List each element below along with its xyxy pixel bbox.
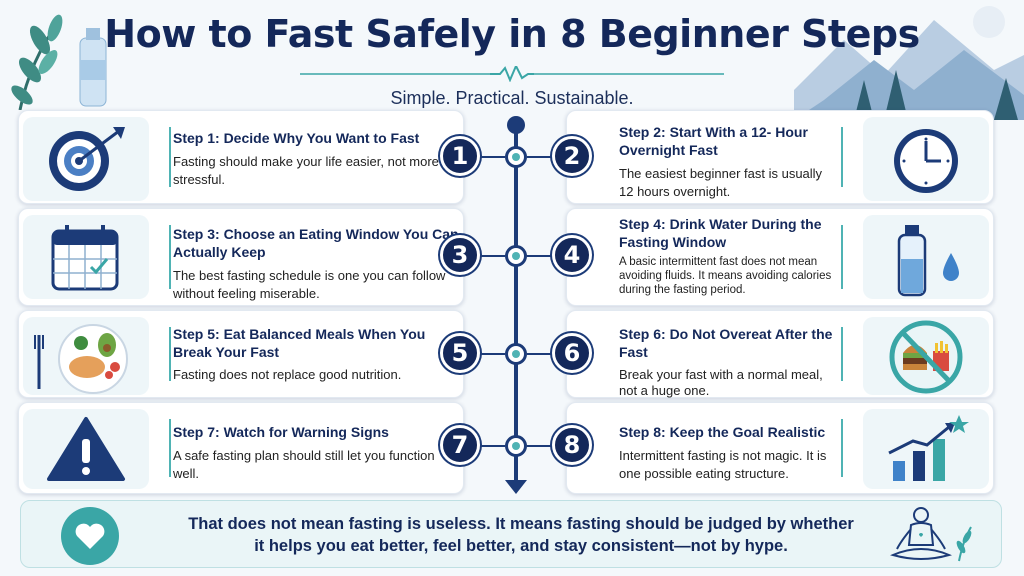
- step-6-accent-line: [841, 327, 843, 381]
- step-5-icon-box: [23, 317, 149, 395]
- step-1-connector: [480, 156, 505, 158]
- calendar-icon: [51, 225, 119, 291]
- step-4-icon-box: [863, 215, 989, 299]
- step-7-accent-line: [169, 419, 171, 477]
- step-4-title: Step 4: Drink Water During the Fasting W…: [619, 216, 822, 250]
- balanced-plate-icon: [34, 324, 128, 394]
- step-3-accent-line: [169, 225, 171, 289]
- step-3-connector: [480, 255, 505, 257]
- footer-callout: That does not mean fasting is useless. I…: [20, 500, 1002, 568]
- step-3-body: The best fasting schedule is one you can…: [173, 268, 446, 301]
- timeline-node-1: [505, 146, 527, 168]
- step-8-accent-line: [841, 419, 843, 477]
- step-card-2: Step 2: Start With a 12- Hour Overnight …: [566, 110, 994, 204]
- heartbeat-divider-icon: [300, 66, 724, 82]
- step-card-6: Step 6: Do Not Overeat After the Fast Br…: [566, 310, 994, 398]
- timeline-arrow-icon: [505, 480, 527, 494]
- step-8-icon-box: [863, 409, 989, 489]
- step-1-accent-line: [169, 127, 171, 187]
- step-6-icon-box: [863, 317, 989, 395]
- step-8-connector: [527, 445, 552, 447]
- heart-icon: [61, 507, 119, 565]
- step-8-title: Step 8: Keep the Goal Realistic: [619, 424, 826, 440]
- step-card-1: Step 1: Decide Why You Want to Fast Fast…: [18, 110, 464, 204]
- step-8-number: 8: [552, 425, 592, 465]
- step-2-connector: [527, 156, 552, 158]
- step-2-accent-line: [841, 127, 843, 187]
- step-6-title: Step 6: Do Not Overeat After the Fast: [619, 326, 833, 360]
- step-2-body: The easiest beginner fast is usually 12 …: [619, 166, 823, 199]
- step-3-title: Step 3: Choose an Eating Window You Can …: [173, 226, 459, 260]
- timeline-node-3: [505, 343, 527, 365]
- step-5-number: 5: [440, 333, 480, 373]
- step-5-body: Fasting does not replace good nutrition.: [173, 367, 402, 382]
- page-subtitle: Simple. Practical. Sustainable.: [390, 88, 634, 108]
- step-5-connector: [480, 353, 505, 355]
- step-6-number: 6: [552, 333, 592, 373]
- mountain-landscape-illustration: [794, 6, 1024, 120]
- step-7-number: 7: [440, 425, 480, 465]
- clock-icon: [894, 129, 958, 193]
- timeline-spine: [514, 122, 518, 484]
- step-1-icon-box: [23, 117, 149, 201]
- timeline-node-2: [505, 245, 527, 267]
- meditation-figure-icon: [890, 507, 972, 562]
- step-3-icon-box: [23, 215, 149, 299]
- step-2-number: 2: [552, 136, 592, 176]
- step-1-title: Step 1: Decide Why You Want to Fast: [173, 130, 420, 146]
- step-6-body: Break your fast with a normal meal, not …: [619, 367, 823, 398]
- step-2-title: Step 2: Start With a 12- Hour Overnight …: [619, 124, 808, 158]
- step-7-body: A safe fasting plan should still let you…: [173, 448, 435, 481]
- water-bottle-icon: [897, 225, 959, 297]
- plant-and-bottle-illustration: [11, 14, 107, 110]
- step-4-accent-line: [841, 225, 843, 289]
- step-8-body: Intermittent fasting is not magic. It is…: [619, 448, 827, 481]
- step-card-8: Step 8: Keep the Goal Realistic Intermit…: [566, 402, 994, 494]
- step-2-icon-box: [863, 117, 989, 201]
- step-6-connector: [527, 353, 552, 355]
- step-1-body: Fasting should make your life easier, no…: [173, 154, 439, 187]
- timeline-node-4: [505, 435, 527, 457]
- no-junk-food-icon: [889, 320, 963, 394]
- growth-chart-icon: [888, 415, 969, 481]
- step-7-icon-box: [23, 409, 149, 489]
- step-card-4: Step 4: Drink Water During the Fasting W…: [566, 208, 994, 306]
- step-3-number: 3: [440, 235, 480, 275]
- page-title: How to Fast Safely in 8 Beginner Steps: [104, 12, 920, 56]
- step-7-connector: [480, 445, 505, 447]
- step-7-title: Step 7: Watch for Warning Signs: [173, 424, 389, 440]
- timeline-start-dot: [507, 116, 525, 134]
- step-4-body: A basic intermittent fast does not mean …: [619, 256, 832, 296]
- step-5-title: Step 5: Eat Balanced Meals When You Brea…: [173, 326, 426, 360]
- target-icon: [49, 127, 125, 191]
- footer-text: That does not mean fasting is useless. I…: [188, 515, 854, 555]
- step-5-accent-line: [169, 327, 171, 381]
- step-card-7: Step 7: Watch for Warning Signs A safe f…: [18, 402, 464, 494]
- step-1-number: 1: [440, 136, 480, 176]
- warning-icon: [47, 417, 125, 481]
- step-4-number: 4: [552, 235, 592, 275]
- step-4-connector: [527, 255, 552, 257]
- step-card-5: Step 5: Eat Balanced Meals When You Brea…: [18, 310, 464, 398]
- step-card-3: Step 3: Choose an Eating Window You Can …: [18, 208, 464, 306]
